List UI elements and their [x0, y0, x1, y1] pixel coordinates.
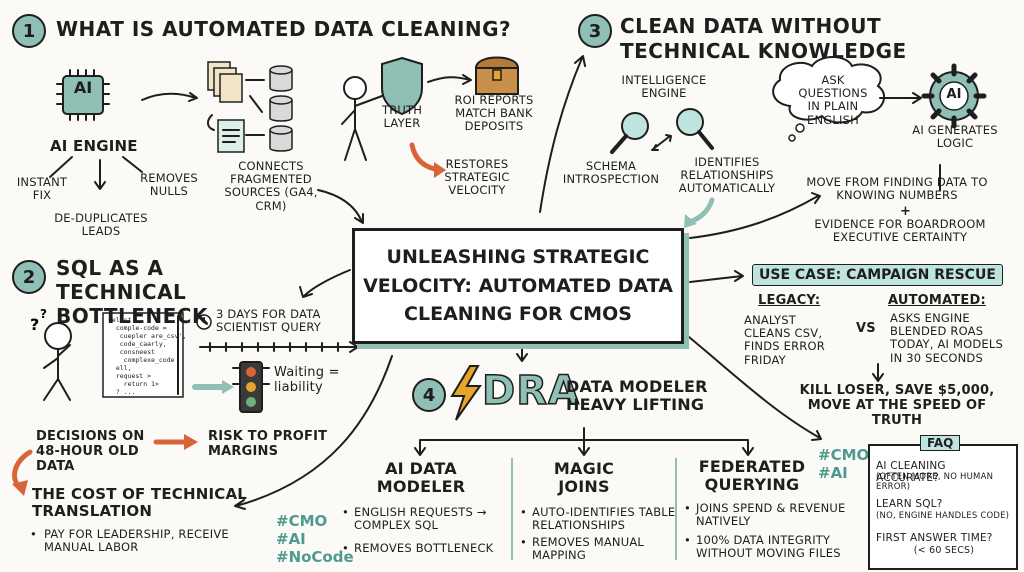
ai-engine-label: AI Engine [50, 137, 138, 155]
section-number-4: 4 [412, 378, 446, 412]
sql-code: select comple-code = cuepler are_csv', c… [108, 316, 187, 396]
faq-box: FAQ AI cleaning accurate? (Often more, n… [868, 435, 1018, 570]
section-number-2: 2 [12, 260, 46, 294]
arrow-icon [234, 355, 393, 510]
person-icon [341, 76, 383, 161]
faq-q3: First answer time? [876, 532, 993, 544]
faq-q2: Learn SQL? [876, 498, 943, 510]
hashtags-left: #CMO#AI#NoCode [276, 512, 354, 566]
col1-title: AI Data Modeler [376, 459, 466, 497]
center-title: Unleashing Strategic Velocity: Automated… [363, 246, 673, 326]
arrow-icon [317, 189, 364, 224]
automated-heading: Automated: [888, 293, 986, 308]
arrow-icon [49, 156, 73, 178]
dedupe-label: De-duplicates Leads [54, 211, 148, 239]
instant-fix-label: Instant Fix [16, 175, 68, 203]
code-panel [102, 312, 184, 398]
cost-bullet: •Pay for leadership, receive manual labo… [30, 527, 229, 555]
ai-gear-label: AI [946, 87, 962, 102]
arrow-icon [677, 327, 822, 441]
schema-introspection-label: Schema Introspection [562, 159, 660, 187]
connects-sources-label: Connects Fragmented Sources (GA4, CRM) [224, 159, 318, 213]
svg-text:?: ? [30, 315, 39, 334]
cost-title: The Cost of Technical Translation [32, 485, 248, 521]
lightning-icon [450, 365, 482, 421]
thought-cloud [772, 56, 885, 124]
restores-velocity-label: Restores Strategic Velocity [444, 157, 510, 198]
col2-title: Magic Joins [553, 459, 615, 497]
col2-bullet-2: •Removes manual mapping [520, 535, 644, 563]
identifies-relationships-label: Identifies Relationships Automatically [678, 155, 776, 196]
section-4-title: Data Modeler Heavy Lifting [566, 377, 708, 415]
arrow-icon [122, 156, 143, 173]
arrow-icon [299, 269, 351, 298]
document-icon [207, 61, 245, 153]
arrow-icon [141, 92, 197, 101]
treasure-chest-icon [474, 56, 520, 95]
section-number-1: 1 [12, 14, 46, 48]
faq-tab: FAQ [920, 435, 961, 451]
evidence-label: Evidence for boardroom executive certain… [814, 217, 986, 245]
days-label: 3 days for data scientist query [216, 307, 322, 335]
arrow-icon [539, 55, 586, 213]
arrow-icon [879, 92, 922, 104]
arrow-icon [94, 159, 106, 190]
database-icon [269, 65, 293, 152]
legacy-text: Analyst cleans CSV, finds error Friday [744, 313, 825, 367]
shield-icon [381, 56, 423, 116]
faq-a1: (Often more, no human error) [876, 472, 994, 492]
truth-layer-label: Truth Layer [382, 103, 423, 131]
roi-reports-label: ROI Reports Match Bank Deposits [454, 93, 534, 134]
ai-chip-icon [56, 69, 110, 121]
legacy-heading: Legacy: [758, 293, 821, 308]
center-title-box: Unleashing Strategic Velocity: Automated… [352, 228, 684, 344]
section-3-title: Clean Data Without Technical Knowledge [620, 14, 907, 63]
move-knowing-label: Move from finding data to knowing number… [806, 175, 988, 203]
col1-bullet-1: •English requests → complex SQL [342, 505, 487, 533]
col3-bullet-1: •Joins spend & revenue natively [684, 501, 846, 529]
svg-text:?: ? [40, 307, 47, 321]
dra-logo: DRA [481, 367, 580, 415]
section-2-title: SQL as a Technical Bottleneck [56, 256, 208, 328]
faq-a3: (< 60 secs) [913, 545, 975, 556]
use-case-title: Use Case: Campaign Rescue [752, 264, 1003, 286]
ask-questions-label: Ask questions in plain English [798, 73, 868, 127]
kill-loser-text: Kill loser, save $5,000, move at the spe… [799, 383, 995, 428]
col2-bullet-1: •Auto-identifies table relationships [520, 505, 676, 533]
vs-label: VS [856, 321, 876, 336]
decisions-label: Decisions on 48-hour old data [36, 429, 145, 474]
ai-chip-label: AI [73, 78, 93, 97]
automated-text: Asks engine blended ROAS today, AI model… [890, 311, 1003, 365]
arrow-icon [689, 192, 821, 239]
gear-icon [921, 63, 987, 129]
waiting-label: Waiting = liability [274, 365, 340, 395]
arrow-icon [427, 74, 472, 85]
magnifier-icon [610, 108, 714, 154]
col3-title: Federated Querying [698, 457, 806, 495]
removes-nulls-label: Removes Nulls [140, 171, 198, 199]
intelligence-engine-label: Intelligence Engine [621, 73, 707, 101]
confused-person-icon [43, 322, 72, 401]
col3-bullet-2: •100% data integrity without moving file… [684, 533, 841, 561]
faq-a2: (No, engine handles code) [876, 511, 1010, 521]
plus-label: + [900, 204, 911, 219]
section-number-3: 3 [578, 14, 612, 48]
faq-q1: AI cleaning accurate? [876, 460, 946, 485]
section-1-title: What is Automated Data Cleaning? [56, 17, 512, 41]
risk-label: Risk to profit margins [208, 429, 328, 459]
ai-generates-logic-label: AI Generates Logic [912, 123, 998, 151]
arrow-icon [689, 270, 744, 283]
col1-bullet-2: •Removes bottleneck [342, 541, 494, 555]
hashtags-right: #CMO#AI [818, 446, 870, 482]
traffic-light-icon [232, 361, 270, 413]
